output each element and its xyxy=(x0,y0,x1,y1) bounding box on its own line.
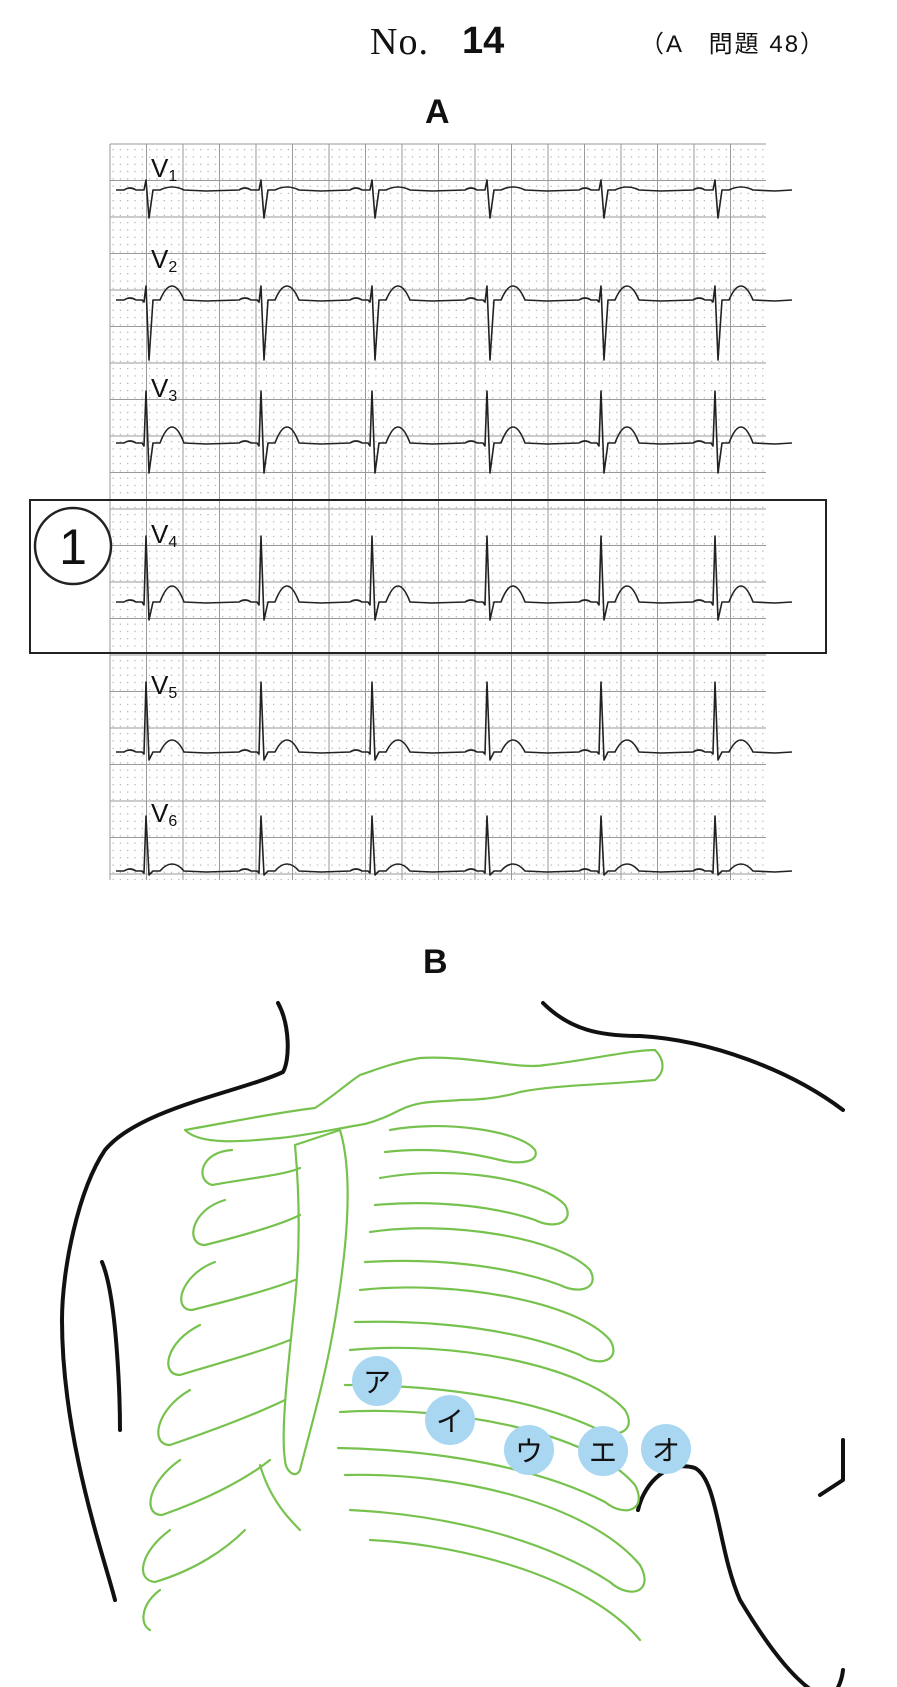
ecg-trace-v5 xyxy=(116,681,793,761)
lead-label-v3: V3 xyxy=(151,373,177,405)
ecg-trace-v4 xyxy=(116,535,793,621)
left-rib-6 xyxy=(149,1458,272,1517)
clavicle-outline xyxy=(183,1048,664,1143)
electrode-positions: ア イ ウ エ オ xyxy=(352,1356,691,1476)
lead-label-v6: V6 xyxy=(151,798,177,830)
electrode-o-dot xyxy=(641,1424,691,1474)
ecg-major-grid xyxy=(109,143,766,880)
right-rib-5 xyxy=(343,1346,630,1435)
ecg-trace-v1 xyxy=(116,179,793,219)
electrode-u: ウ xyxy=(504,1425,554,1475)
panel-b-label: B xyxy=(423,943,448,981)
lead-label-v1: V1 xyxy=(151,153,177,185)
right-side-edge xyxy=(818,1438,845,1497)
left-rib-1 xyxy=(201,1148,302,1187)
left-rib-4 xyxy=(167,1323,292,1377)
right-rib-7 xyxy=(343,1473,646,1593)
circled-number-text: 1 xyxy=(59,519,87,575)
electrode-u-label: ウ xyxy=(515,1435,543,1468)
electrode-e: エ xyxy=(578,1426,628,1476)
ecg-trace-v6 xyxy=(116,815,793,876)
electrode-a-dot xyxy=(352,1356,402,1406)
lead-label-v4: V4 xyxy=(151,519,177,551)
electrode-u-dot xyxy=(504,1425,554,1475)
right-rib-8 xyxy=(368,1538,642,1642)
lead-label-v5: V5 xyxy=(151,670,177,702)
left-rib-5 xyxy=(157,1388,287,1447)
body-outline xyxy=(60,1001,845,1687)
highlight-box xyxy=(29,499,827,654)
problem-number-prefix: No. xyxy=(370,21,429,63)
xiphoid-outline xyxy=(258,1463,302,1532)
left-shoulder-outline xyxy=(60,1001,290,1602)
rib-cage xyxy=(141,1048,664,1642)
electrode-o-label: オ xyxy=(652,1434,680,1467)
ecg-trace-v2 xyxy=(116,285,793,361)
electrode-i: イ xyxy=(425,1395,475,1445)
left-rib-8 xyxy=(142,1588,162,1632)
electrode-o: オ xyxy=(641,1424,691,1474)
left-rib-7 xyxy=(141,1528,247,1584)
electrode-a: ア xyxy=(352,1356,402,1406)
lead-labels: V1 V2 V3 V4 V5 V6 xyxy=(151,153,177,830)
electrode-e-dot xyxy=(578,1426,628,1476)
electrode-e-label: エ xyxy=(589,1436,617,1469)
ecg-grid-panel xyxy=(109,143,766,880)
right-rib-2 xyxy=(373,1171,569,1226)
electrode-a-label: ア xyxy=(363,1366,391,1399)
circled-number-marker xyxy=(33,506,113,586)
problem-reference: （A 問題 48） xyxy=(640,31,827,58)
left-arm-crease xyxy=(100,1260,122,1432)
right-neck-shoulder-outline xyxy=(541,1001,845,1112)
ecg-trace-v3 xyxy=(116,390,793,474)
electrode-i-label: イ xyxy=(436,1405,464,1438)
right-rib-4 xyxy=(353,1286,615,1363)
right-rib-6 xyxy=(336,1409,640,1512)
panel-a-label: A xyxy=(425,93,450,131)
chest-illustration: ア イ ウ エ オ xyxy=(60,1001,845,1687)
sternum-outline xyxy=(282,1128,349,1476)
lead-label-v2: V2 xyxy=(151,244,177,276)
right-rib-1 xyxy=(383,1125,537,1164)
ecg-traces xyxy=(116,179,793,876)
v4-highlight: 1 xyxy=(29,499,827,654)
right-rib-3 xyxy=(363,1227,594,1291)
left-rib-2 xyxy=(192,1198,302,1247)
left-rib-3 xyxy=(180,1260,297,1312)
problem-number: 14 xyxy=(462,20,505,62)
right-arm-outline xyxy=(636,1464,845,1687)
electrode-i-dot xyxy=(425,1395,475,1445)
